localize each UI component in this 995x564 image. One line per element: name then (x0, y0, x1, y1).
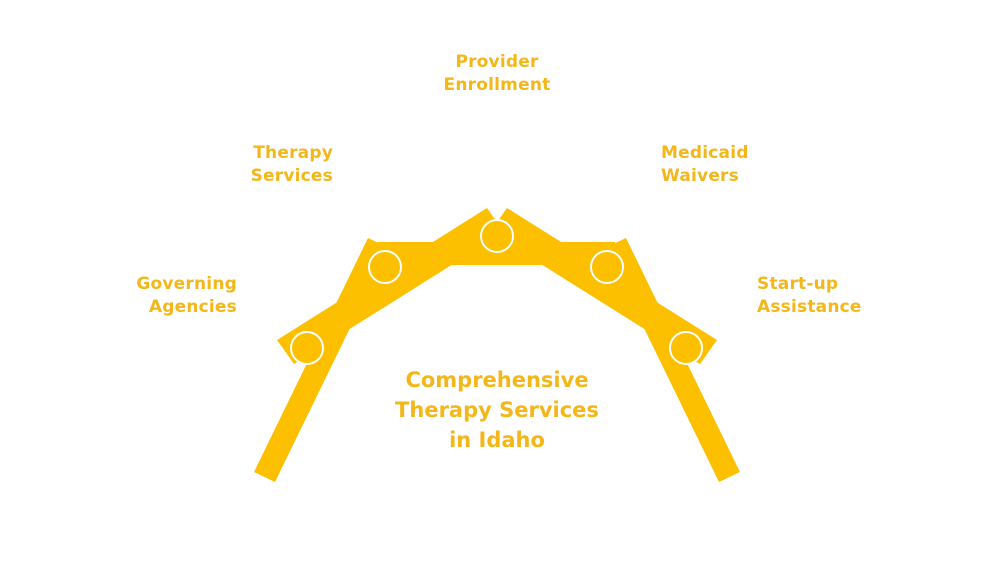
joint-therapy-icon (368, 250, 402, 284)
label-governing-agencies: Governing Agencies (129, 273, 237, 319)
label-startup-line1: Start-up (757, 274, 839, 294)
label-provider-enrollment: Provider Enrollment (432, 51, 562, 97)
label-medicaid-line2: Waivers (661, 166, 739, 186)
label-startup-line2: Assistance (757, 297, 862, 317)
label-governing-line2: Agencies (148, 297, 237, 317)
center-title-line2: Therapy Services (395, 398, 599, 422)
label-therapy-services: Therapy Services (246, 142, 333, 188)
arch-right-beam (490, 208, 717, 364)
joint-startup-icon (669, 331, 703, 365)
joint-medicaid-icon (590, 250, 624, 284)
label-medicaid-waivers: Medicaid Waivers (661, 142, 771, 188)
label-therapy-line1: Therapy (253, 143, 333, 163)
label-provider-line2: Enrollment (443, 75, 551, 95)
center-title-line3: in Idaho (449, 428, 545, 452)
label-medicaid-line1: Medicaid (661, 143, 749, 163)
center-title-line1: Comprehensive (405, 368, 589, 392)
label-provider-line1: Provider (455, 52, 539, 72)
arch-left-beam (277, 208, 504, 364)
label-therapy-line2: Services (250, 166, 333, 186)
joint-provider-icon (480, 219, 514, 253)
label-governing-line1: Governing (136, 274, 237, 294)
center-title: Comprehensive Therapy Services in Idaho (365, 365, 629, 455)
joint-governing-icon (290, 331, 324, 365)
label-startup-assistance: Start-up Assistance (757, 273, 887, 319)
